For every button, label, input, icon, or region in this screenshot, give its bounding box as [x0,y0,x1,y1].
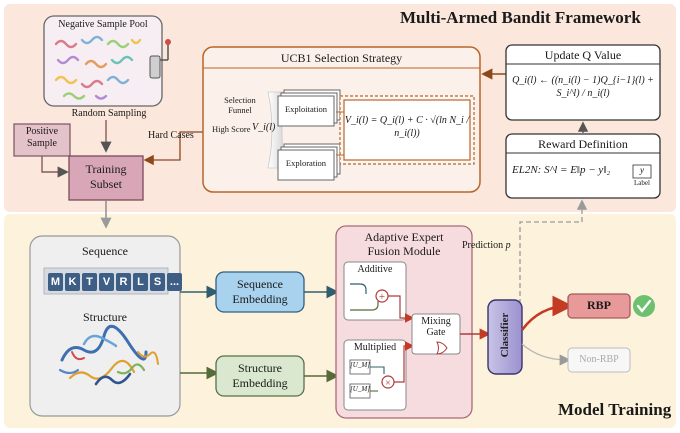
reward-box [505,133,661,199]
non-rbp-box [567,347,631,373]
multiplied-label: Multiplied [353,342,397,353]
slot-lever-knob [165,39,171,45]
non-rbp-label: Non-RBP [579,354,619,365]
structure-label: Structure [83,310,127,324]
reward-formula: EL2N: S^l = E‖p − y‖₂ [512,164,611,176]
um-label-2: [U_M] [350,385,370,393]
input-panel [29,235,181,417]
ucb-formula: V_i(l) = Q_i(l) + C · √(ln N_i / n_i(l)) [344,115,470,139]
reward-title: Reward Definition [538,137,628,151]
label-mini-box [632,164,652,179]
svg-text:×: × [385,378,391,389]
additive-box [343,261,407,321]
label-y: y [640,165,644,175]
svg-text:+: + [379,291,385,303]
label-caption: Label [634,179,650,187]
classifier-box [487,299,523,375]
update-q-title: Update Q Value [544,48,622,62]
top-section-title: Multi-Armed Bandit Framework [400,8,641,27]
vi-label: V_i(l) [252,122,276,133]
ucb1-title: UCB1 Selection Strategy [280,51,403,65]
positive-sample-box [13,123,71,157]
protein-squiggles [54,35,142,100]
high-score-label: High Score [212,124,251,134]
classifier-label: Classifier [499,312,511,358]
um-label-1: [U_M] [350,361,370,369]
rbp-label: RBP [587,298,611,312]
update-q-formula: Q_i(l) ← ((n_i(l) − 1)Q_{i−1}(l) + S_i^l… [512,75,654,99]
training-subset-box [68,155,144,201]
exploitation-label: Exploitation [284,104,328,114]
check-icon [633,295,655,317]
bottom-section-title: Model Training [558,400,672,419]
rbp-box [567,293,631,319]
negative-pool-label: Negative Sample Pool [58,19,148,30]
hard-cases-label: Hard Cases [148,130,194,141]
random-sampling-label: Random Sampling [71,108,147,119]
protein-structure-image [58,325,159,386]
exploration-label: Exploration [285,158,327,168]
additive-label: Additive [357,264,393,275]
slot-lever-base [149,55,161,79]
prediction-label: Prediction p [462,240,511,251]
ucb-formula-inner [343,99,471,161]
exploration-stack [277,143,341,181]
sequence-label: Sequence [82,244,128,258]
